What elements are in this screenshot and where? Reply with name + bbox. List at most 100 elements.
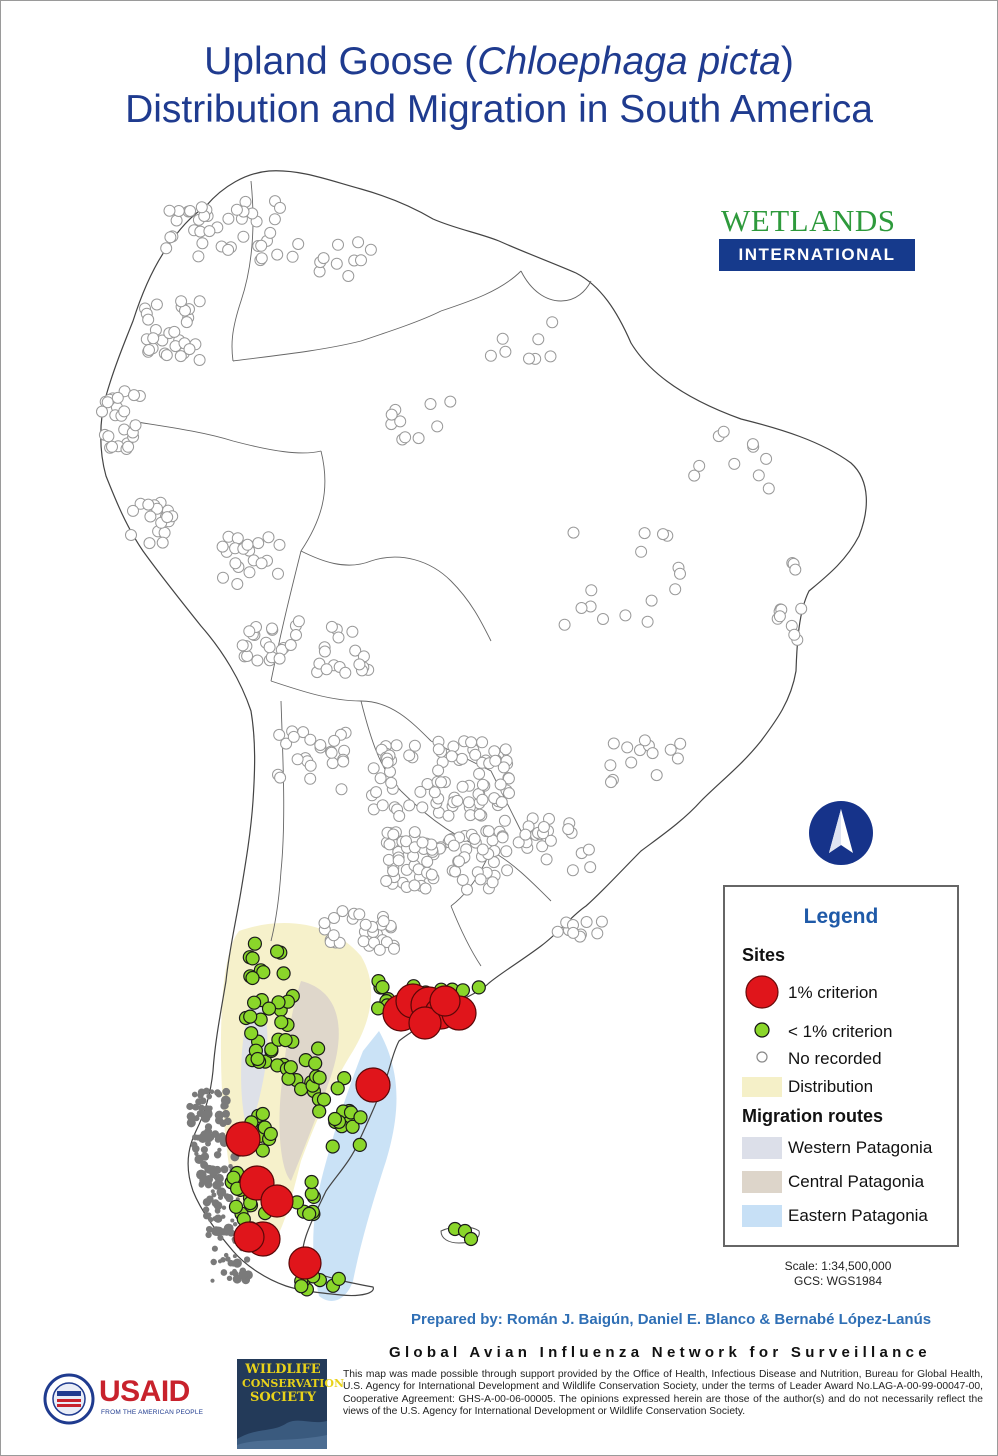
no-record-site	[562, 823, 575, 836]
one-percent-site	[288, 1246, 322, 1280]
archipelago-island	[220, 1165, 229, 1174]
no-record-site	[364, 243, 377, 256]
no-record-site	[544, 350, 557, 363]
archipelago-island	[210, 1189, 215, 1194]
below-one-percent-site	[261, 1001, 277, 1016]
legend-label-one-percent: 1% criterion	[788, 983, 878, 1002]
no-record-site	[332, 238, 344, 251]
archipelago-island	[232, 1268, 237, 1274]
no-record-site	[532, 333, 545, 346]
below-one-percent-site	[247, 936, 262, 951]
wcs-logo: WILDLIFE CONSERVATION SOCIETY	[237, 1359, 344, 1449]
archipelago-island	[216, 1187, 227, 1198]
no-record-site	[150, 298, 163, 311]
no-record-site	[125, 529, 137, 541]
map-title-line2: Distribution and Migration in South Amer…	[125, 88, 873, 131]
no-record-site	[473, 767, 486, 780]
no-record-site	[503, 787, 515, 800]
no-record-site	[604, 759, 617, 772]
no-record-site	[317, 252, 330, 265]
archipelago-island	[217, 1147, 222, 1153]
no-record-site	[383, 838, 396, 851]
no-record-site	[523, 352, 535, 365]
below-one-percent-site	[276, 966, 291, 981]
legend-distribution-swatch	[742, 1077, 782, 1097]
no-record-site	[476, 736, 489, 749]
no-record-site	[625, 756, 638, 769]
archipelago-island	[205, 1225, 213, 1233]
wetlands-international-logo: WETLANDS INTERNATIONAL	[719, 197, 915, 275]
archipelago-island	[202, 1206, 210, 1213]
below-one-percent-site	[245, 951, 260, 966]
archipelago-island	[232, 1258, 242, 1268]
no-record-site	[500, 845, 513, 858]
no-record-site	[380, 875, 393, 887]
one-percent-site	[408, 1006, 442, 1040]
no-record-site	[408, 739, 421, 752]
no-record-site	[231, 578, 244, 590]
no-record-site	[502, 772, 515, 785]
below-one-percent-site	[337, 1070, 352, 1086]
no-record-site	[482, 825, 495, 838]
no-record-site	[498, 814, 511, 827]
no-record-site	[657, 528, 669, 541]
no-record-site	[216, 540, 229, 553]
no-record-site	[408, 826, 421, 839]
below-one-percent-site	[264, 1042, 279, 1057]
no-record-sites	[96, 195, 808, 956]
below-one-percent-site	[304, 1174, 319, 1190]
no-record-site	[546, 316, 559, 329]
archipelago-island	[232, 1221, 238, 1227]
one-percent-site	[225, 1121, 261, 1157]
archipelago-island	[200, 1160, 209, 1169]
no-record-site	[229, 557, 242, 570]
no-record-site	[196, 237, 209, 250]
no-record-site	[442, 809, 455, 822]
below-one-percent-site	[283, 1060, 298, 1075]
no-record-site	[318, 917, 331, 930]
no-record-site	[497, 761, 510, 774]
archipelago-island	[205, 1140, 211, 1147]
no-record-site	[421, 855, 434, 868]
legend-label-eastern: Eastern Patagonia	[788, 1206, 928, 1225]
no-record-site	[537, 821, 550, 833]
no-record-site	[273, 652, 286, 665]
no-record-site	[304, 759, 317, 772]
below-one-percent-site	[247, 995, 262, 1010]
no-record-site	[512, 836, 525, 849]
no-record-site	[650, 769, 663, 782]
legend-no-record-icon	[756, 1051, 768, 1063]
no-record-site	[773, 610, 786, 623]
no-record-site	[519, 828, 532, 841]
no-record-site	[456, 752, 468, 765]
no-record-site	[619, 609, 632, 622]
archipelago-island	[208, 1216, 214, 1223]
no-record-site	[388, 942, 400, 955]
archipelago-island	[235, 1276, 241, 1282]
archipelago-island	[211, 1199, 220, 1208]
archipelago-island	[228, 1164, 233, 1169]
no-record-site	[584, 861, 597, 874]
no-record-site	[326, 757, 339, 770]
no-record-site	[393, 810, 406, 822]
no-record-site	[328, 912, 340, 924]
no-record-site	[641, 615, 654, 628]
archipelago-island	[211, 1130, 220, 1138]
archipelago-island	[220, 1269, 228, 1276]
archipelago-island	[219, 1119, 227, 1128]
no-record-site	[387, 865, 400, 878]
no-record-site	[390, 739, 403, 752]
no-record-site	[646, 747, 659, 760]
no-record-site	[161, 511, 174, 524]
legend-eastern-swatch	[742, 1205, 782, 1227]
no-record-site	[453, 855, 465, 868]
no-record-site	[416, 836, 429, 849]
no-record-site	[494, 778, 507, 791]
below-one-percent-site	[312, 1104, 327, 1119]
no-record-site	[476, 793, 489, 806]
no-record-site	[255, 252, 268, 265]
no-record-site	[325, 746, 338, 759]
legend-title: Legend	[803, 905, 879, 928]
no-record-site	[385, 776, 398, 789]
no-record-site	[203, 225, 216, 238]
